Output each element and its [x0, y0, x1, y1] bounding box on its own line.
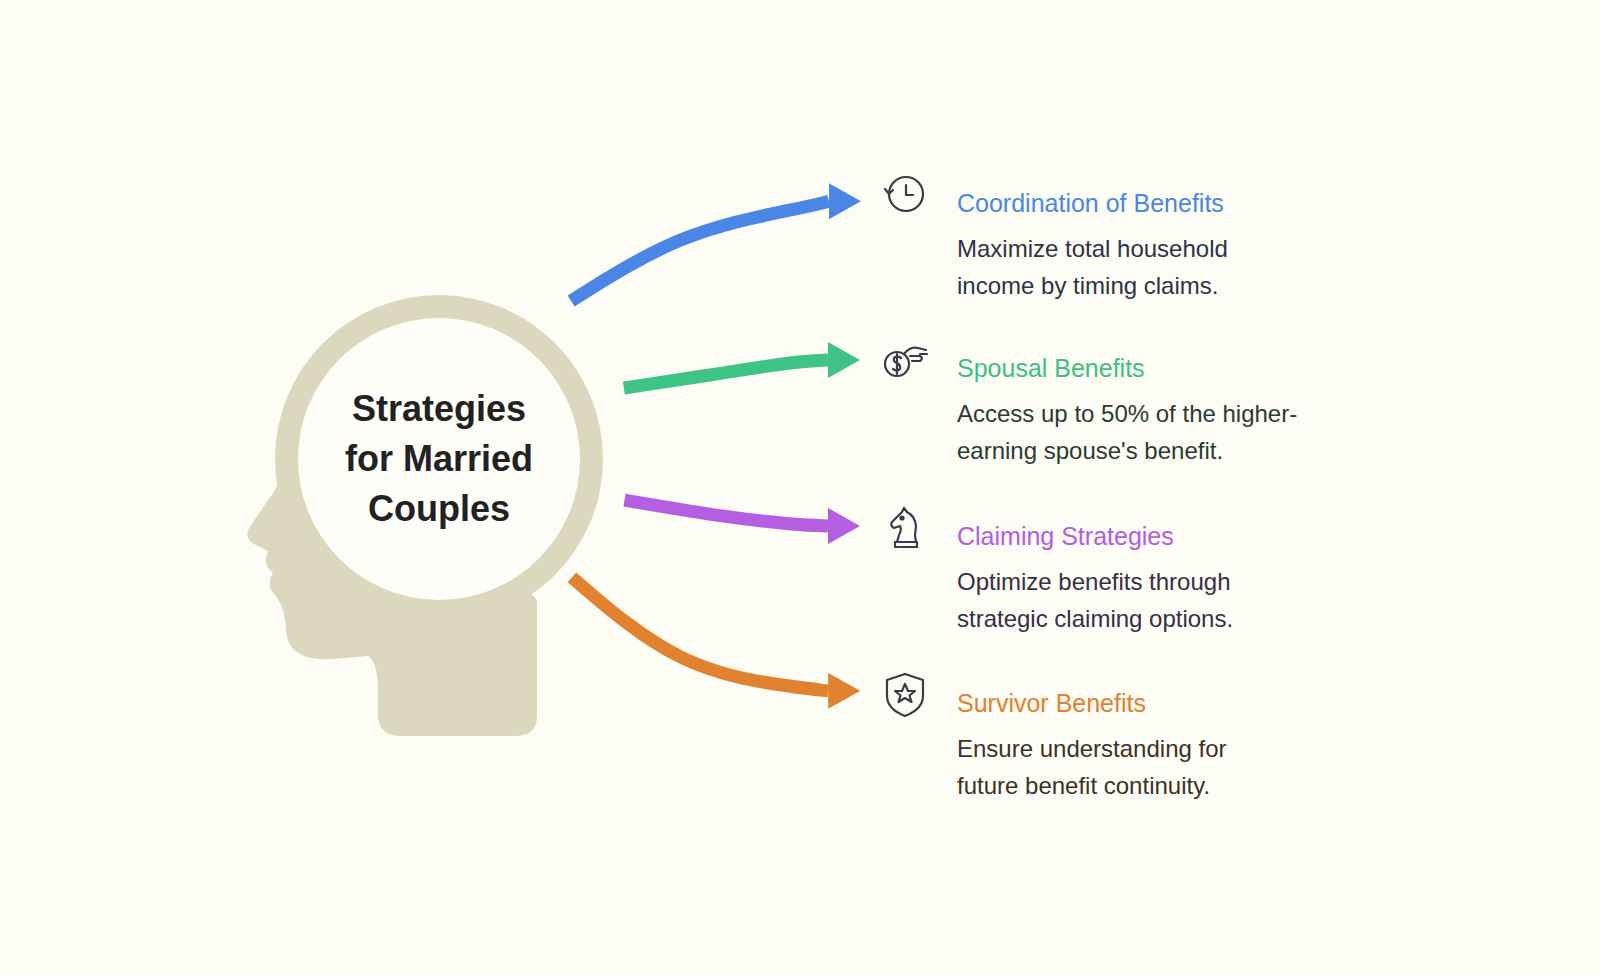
head-silhouette [247, 295, 603, 736]
strategy-item: Spousal BenefitsAccess up to 50% of the … [880, 353, 1347, 469]
item-heading: Spousal Benefits [957, 353, 1347, 383]
center-circle: Strategies for Married Couples [298, 318, 580, 600]
item-description: Maximize total household income by timin… [957, 230, 1287, 304]
item-icon [880, 669, 930, 719]
strategy-item: Coordination of BenefitsMaximize total h… [880, 188, 1287, 304]
center-title: Strategies for Married Couples [324, 384, 554, 534]
item-description: Access up to 50% of the higher-earning s… [957, 395, 1347, 469]
item-icon [880, 502, 930, 552]
curved-arrow [624, 360, 828, 388]
curved-arrow [572, 577, 828, 690]
strategy-item: Survivor BenefitsEnsure understanding fo… [880, 688, 1287, 804]
curved-arrow [624, 500, 828, 526]
item-icon [880, 334, 930, 384]
item-heading: Survivor Benefits [957, 688, 1287, 718]
item-heading: Claiming Strategies [957, 521, 1297, 551]
item-description: Optimize benefits through strategic clai… [957, 563, 1297, 637]
item-icon [880, 169, 930, 219]
item-heading: Coordination of Benefits [957, 188, 1287, 218]
strategy-item: Claiming StrategiesOptimize benefits thr… [880, 521, 1297, 637]
curved-arrow [571, 201, 829, 301]
item-description: Ensure understanding for future benefit … [957, 730, 1287, 804]
